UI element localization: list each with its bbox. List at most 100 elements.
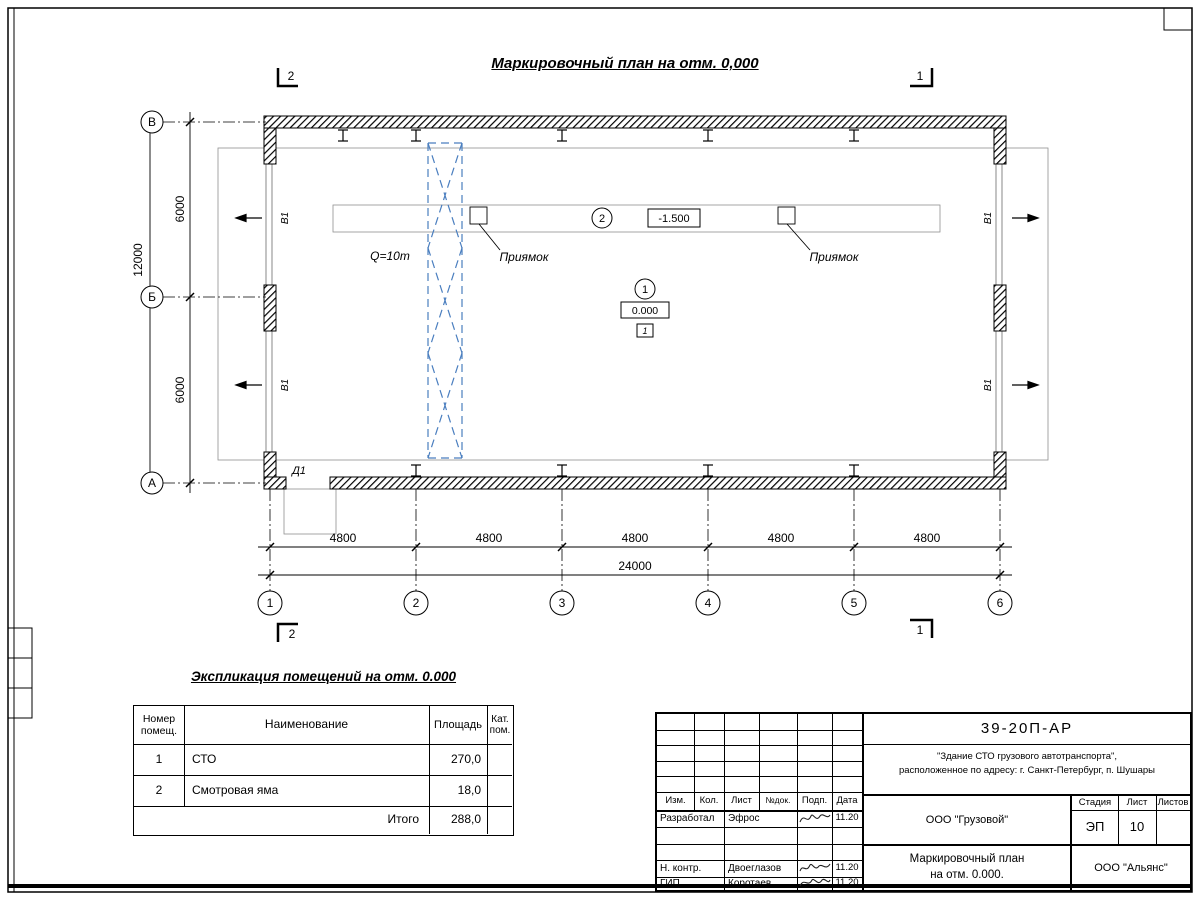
- schedule-total-label: Итого: [387, 812, 419, 827]
- room-schedule-table: Номер помещ. Наименование Площадь Кат. п…: [133, 705, 514, 836]
- dim-seg-5: 4800: [914, 531, 941, 545]
- axis-label-5: 5: [851, 596, 858, 610]
- window-lines: [265, 164, 1003, 452]
- sheets-header: Листов: [1157, 796, 1189, 808]
- rev-header-list: Лист: [731, 794, 752, 806]
- door-mark: Д1: [290, 465, 306, 477]
- axis-label-1: 1: [267, 596, 274, 610]
- schedule-row-area: 18,0: [457, 782, 481, 797]
- sheet-header: Лист: [1126, 796, 1148, 808]
- rev-header-izm: Изм.: [665, 794, 686, 806]
- axis-label-3: 3: [559, 596, 566, 610]
- window-mark-left-top: В1: [280, 212, 291, 224]
- staff-date: 11.20: [835, 862, 859, 874]
- axis-circle-1: [257, 590, 283, 616]
- rev-header-kol: Кол.: [699, 794, 719, 806]
- axis-circle-4: [695, 590, 721, 616]
- axis-circle-5: [841, 590, 867, 616]
- object-line-2: расположенное по адресу: г. Санкт-Петерб…: [898, 764, 1156, 776]
- signature: [799, 814, 831, 823]
- object-line-1: "Здание СТО грузового автотранспорта",: [936, 750, 1118, 762]
- schedule-total-area: 288,0: [450, 812, 481, 827]
- pit-elevation: -1.500: [658, 213, 689, 225]
- col-header-name: Наименование: [264, 717, 349, 732]
- rev-header-doc: №док.: [765, 795, 791, 806]
- axis-label-v: В: [148, 115, 156, 129]
- schedule-heading-text: Экспликация помещений на отм. 0.000: [190, 669, 457, 684]
- stage-header: Стадия: [1078, 796, 1112, 808]
- dim-seg-4: 4800: [768, 531, 795, 545]
- window-mark-right-bottom: В1: [983, 379, 994, 391]
- section-marks: [276, 68, 934, 642]
- staff-name: Двоеглазов: [728, 862, 782, 874]
- section-num-bottom-left: 2: [289, 627, 296, 641]
- floor-type-mark: 1: [642, 326, 647, 336]
- crane-capacity-label: Q=10т: [370, 249, 410, 263]
- rev-header-data: Дата: [836, 794, 858, 806]
- axis-label-6: 6: [997, 596, 1004, 610]
- floor-elevation: 0.000: [632, 305, 658, 317]
- axis-circle-2: [403, 590, 429, 616]
- signature: [799, 863, 831, 872]
- dim-seg-3: 4800: [622, 531, 649, 545]
- signature: [799, 878, 831, 887]
- column-symbols: [338, 129, 859, 477]
- customer-name: ООО "Грузовой": [925, 813, 1009, 826]
- thin-outlines: [217, 147, 1049, 535]
- axis-lines: [163, 121, 1001, 591]
- sheet-number: 10: [1129, 818, 1145, 834]
- schedule-heading: Экспликация помещений на отм. 0.000: [133, 669, 514, 684]
- plan-markers: [140, 110, 1013, 616]
- doc-code: 39-20П-АР: [980, 720, 1074, 738]
- pit-anchors: [469, 206, 811, 251]
- pit-label-right: Приямок: [809, 250, 859, 264]
- axis-circle-6: [987, 590, 1013, 616]
- building-walls: [263, 115, 1007, 490]
- staff-role: ГИП: [660, 877, 680, 889]
- pit-label-left: Приямок: [499, 250, 549, 264]
- window-mark-right-top: В1: [983, 212, 994, 224]
- axis-label-a: А: [148, 476, 156, 490]
- dim-seg-1: 4800: [330, 531, 357, 545]
- plan-labels: Q=10т Приямок Приямок Д1 В1 В1 В1 В1: [280, 212, 994, 477]
- axis-circle-3: [549, 590, 575, 616]
- dim-left-2: 6000: [173, 376, 187, 403]
- col-header-cat: Кат. пом.: [489, 713, 511, 737]
- staff-date: 11.20: [835, 812, 859, 824]
- staff-name: Эфрос: [728, 812, 760, 824]
- axis-label-4: 4: [705, 596, 712, 610]
- section-num-top-right: 1: [917, 69, 924, 83]
- dimension-lines: [149, 112, 1012, 576]
- crane-zone: [427, 142, 463, 459]
- drawing-title-line-2: на отм. 0.000.: [930, 869, 1004, 882]
- axis-circle-v: [140, 110, 164, 134]
- col-header-num: Номер помещ.: [140, 712, 178, 737]
- schedule-row-name: Смотровая яма: [192, 782, 279, 797]
- axis-circle-a: [140, 471, 164, 495]
- plan-numbers: 4800 4800 4800 4800 4800 24000 6000 6000…: [131, 69, 1004, 641]
- axis-circle-b: [140, 285, 164, 309]
- page-title-text: Маркировочный план на отм. 0,000: [491, 55, 759, 72]
- dim-left-1: 6000: [173, 195, 187, 222]
- schedule-row-name: СТО: [192, 751, 217, 766]
- schedule-row-num: 2: [155, 782, 163, 797]
- stage-value: ЭП: [1085, 818, 1105, 834]
- staff-role: Разработал: [660, 812, 715, 824]
- dim-total-bottom: 24000: [618, 559, 652, 573]
- staff-role: Н. контр.: [660, 862, 702, 874]
- contractor-name: ООО "Альянс": [1094, 861, 1168, 874]
- schedule-row-area: 270,0: [450, 751, 481, 766]
- dim-left-total: 12000: [131, 243, 145, 277]
- page-title: Маркировочный план на отм. 0,000: [380, 55, 870, 72]
- staff-name: Коротаев: [728, 877, 772, 889]
- room-marker-2: 2: [599, 213, 605, 225]
- dimension-ticks: [145, 117, 1005, 580]
- sheet-frame: [7, 7, 1193, 893]
- room-marker-1: 1: [642, 284, 648, 296]
- rev-header-podp: Подп.: [801, 794, 828, 806]
- schedule-row-num: 1: [155, 751, 163, 766]
- axis-label-b: Б: [148, 290, 156, 304]
- dim-seg-2: 4800: [476, 531, 503, 545]
